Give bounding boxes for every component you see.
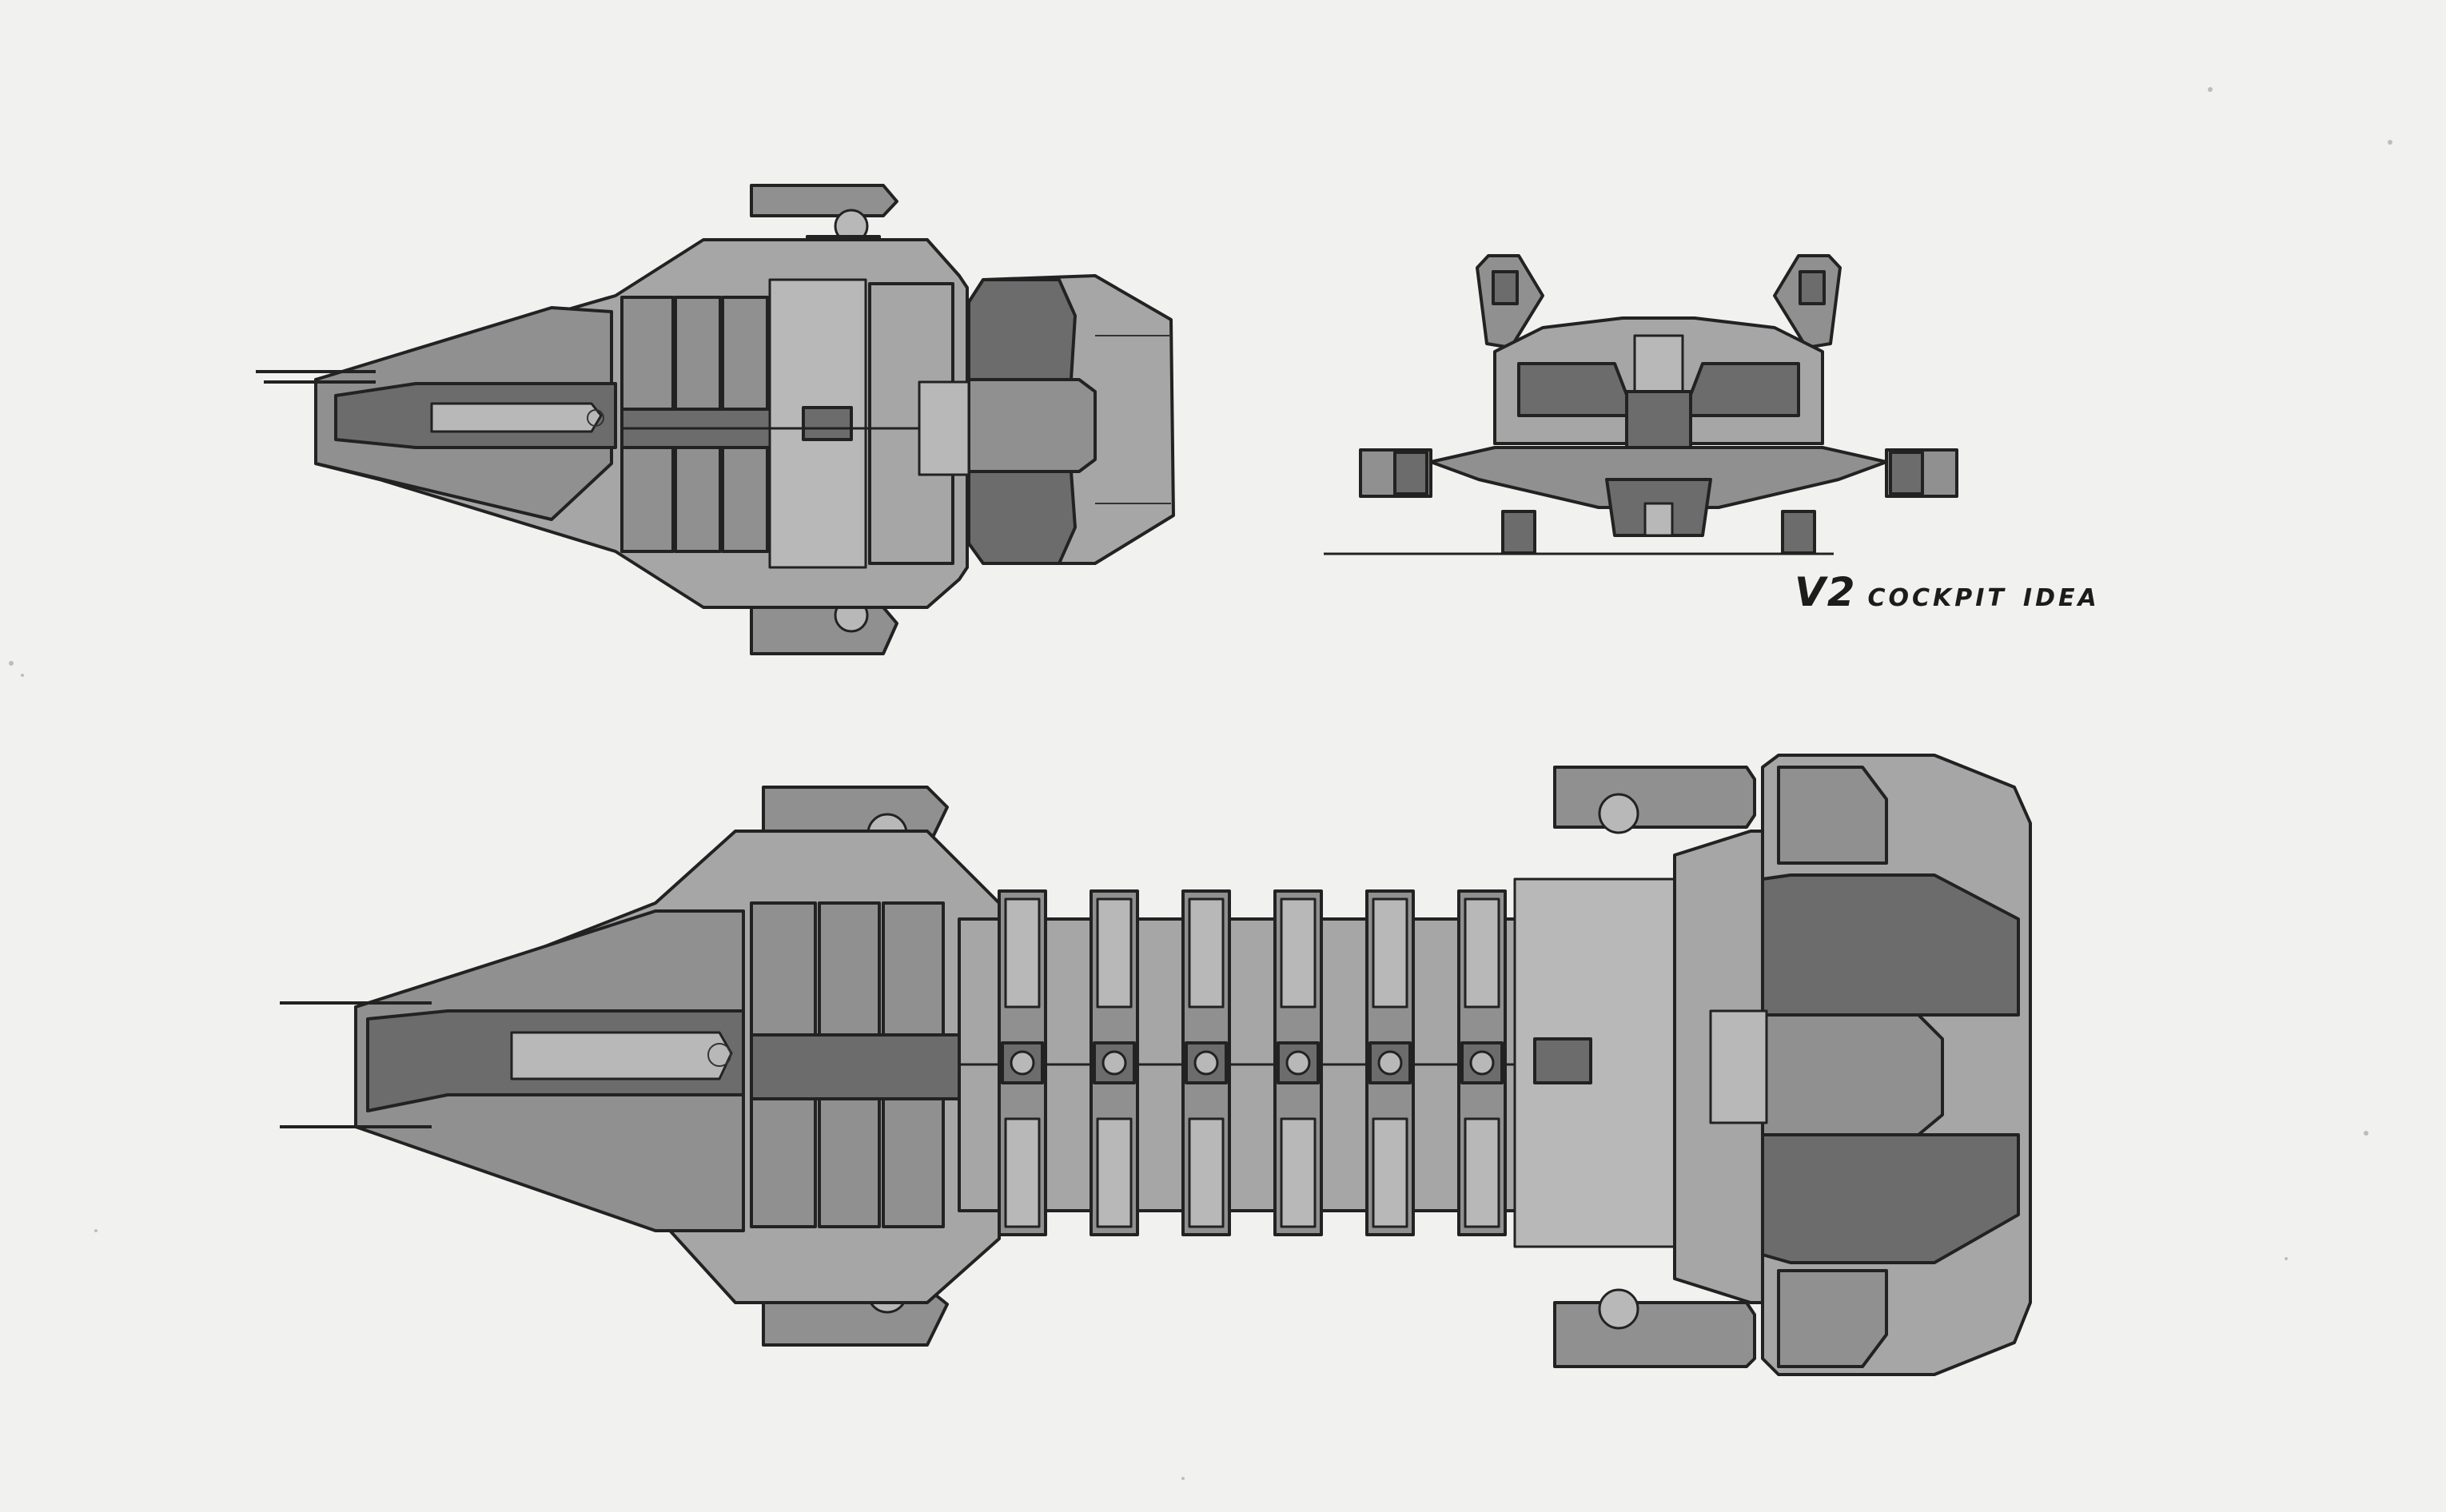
cargo-module <box>1090 889 1139 1236</box>
caption-version: V2 <box>1795 569 1857 615</box>
caption-word-2: IDEA <box>2022 584 2100 612</box>
caption-label: V2 COCKPIT IDEA <box>1795 569 2116 615</box>
cargo-module <box>998 889 1047 1236</box>
top-view-short-ship <box>256 184 1175 655</box>
cargo-module <box>1457 889 1507 1236</box>
caption-word-1: COCKPIT <box>1867 584 2007 612</box>
top-view-long-ship <box>280 754 2032 1376</box>
paper-texture <box>9 87 2392 1480</box>
cargo-module <box>1365 889 1415 1236</box>
cargo-modules <box>998 889 1507 1236</box>
cargo-module <box>1273 889 1323 1236</box>
front-view-ship <box>1324 254 1958 555</box>
cargo-module <box>1181 889 1231 1236</box>
